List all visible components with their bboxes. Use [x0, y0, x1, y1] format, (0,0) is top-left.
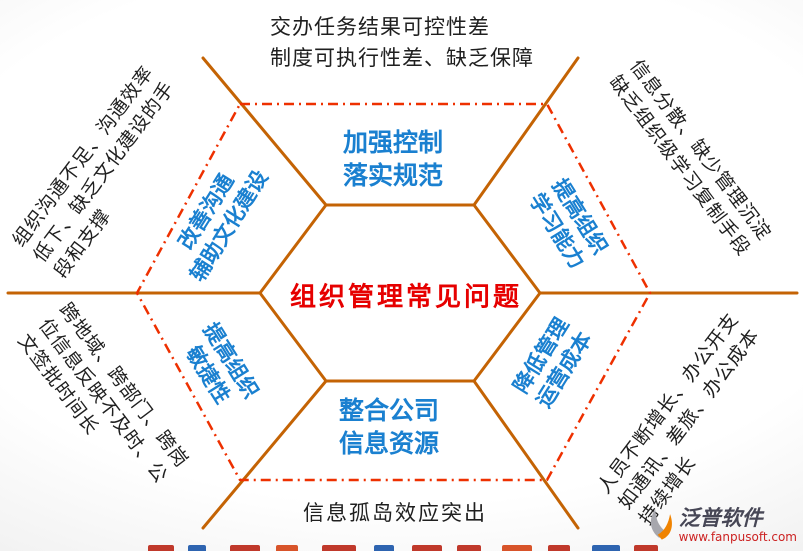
brand-url: www.fanpusoft.com	[678, 530, 797, 545]
spoke-top-right	[472, 56, 580, 207]
center-title: 组织管理常见问题	[289, 282, 523, 313]
sector-label-bottom-line2: 信息资源	[338, 429, 440, 458]
brand-watermark: 泛普软件 www.fanpusoft.com	[647, 507, 797, 544]
note-top-line2: 制度可执行性差、缺乏保障	[270, 46, 534, 70]
brand-text: 泛普软件 www.fanpusoft.com	[679, 507, 797, 544]
sector-label-bottom: 整合公司 信息资源	[339, 394, 439, 460]
brand-name: 泛普软件	[678, 506, 763, 531]
sector-label-top-line2: 落实规范	[342, 161, 444, 190]
cropped-bottom-text-fragments	[0, 544, 803, 551]
brand-logo-orange-petal	[657, 514, 672, 541]
spoke-bottom-right	[472, 379, 580, 530]
brand-logo-gray-petal	[650, 509, 664, 539]
dashed-outer-hexagon	[135, 102, 652, 482]
spoke-top-left	[201, 56, 328, 207]
sector-label-top-line1: 加强控制	[342, 128, 444, 157]
note-top-line1: 交办任务结果可控性差	[270, 15, 490, 39]
sector-label-bottom-line1: 整合公司	[338, 396, 440, 425]
note-top: 交办任务结果可控性差 制度可执行性差、缺乏保障	[270, 12, 534, 74]
spoke-bottom-left	[201, 379, 328, 530]
note-bottom: 信息孤岛效应突出	[303, 501, 487, 525]
brand-logo-icon	[650, 509, 672, 541]
sector-label-top: 加强控制 落实规范	[343, 126, 443, 192]
